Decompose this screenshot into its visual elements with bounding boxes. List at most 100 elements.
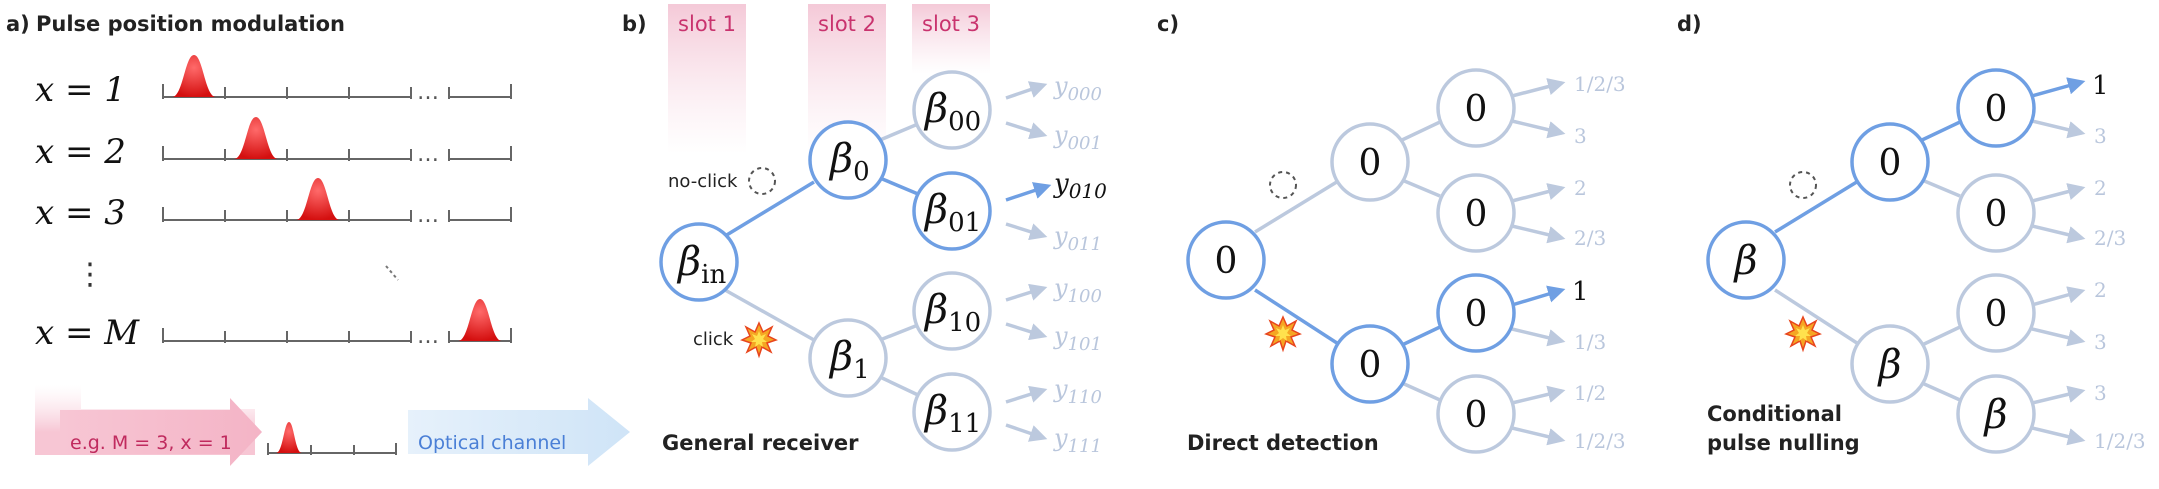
node-d-00-text: 0 xyxy=(1985,89,2008,130)
edge-d-root-1 xyxy=(1774,288,1861,347)
timeline-row: … xyxy=(162,299,512,349)
node-c-11-text: 0 xyxy=(1465,395,1488,436)
edge-b1-b10 xyxy=(879,323,919,342)
edge-c-1-10 xyxy=(1401,325,1441,347)
row-label-x2: x = 2 xyxy=(35,132,126,172)
panel-d-caption-line2: pulse nulling xyxy=(1707,431,1860,455)
edge-c-0-00 xyxy=(1401,120,1441,142)
optical-channel-label: Optical channel xyxy=(418,432,566,454)
timeline-ellipsis: … xyxy=(417,142,439,167)
panel-c: c) 0 0 0 0 0 0 0 1/2/3 3 2 2/3 1 1/3 xyxy=(1157,12,1626,455)
arrow-c-8 xyxy=(1511,426,1566,446)
pulse xyxy=(458,299,502,341)
node-c-0-text: 0 xyxy=(1359,143,1382,184)
node-c-0 xyxy=(1330,122,1410,202)
example-timeline xyxy=(267,422,397,455)
arrow-c-4 xyxy=(1511,224,1566,244)
edge-d-root-0 xyxy=(1774,178,1861,234)
example-arrow xyxy=(60,398,262,466)
no-click-icon-d xyxy=(1789,171,1817,199)
output-d-3: 2 xyxy=(2094,176,2107,200)
node-d-10-text: 0 xyxy=(1985,294,2008,335)
slot-3-label: slot 3 xyxy=(922,12,980,36)
example-pulse xyxy=(276,422,302,453)
output-d-4: 2/3 xyxy=(2094,226,2126,250)
node-d-10 xyxy=(1956,273,2036,353)
edge-d-0-00 xyxy=(1921,120,1961,142)
vertical-ellipsis: ⋮ xyxy=(75,257,105,292)
node-c-1 xyxy=(1330,324,1410,404)
panel-d: d) β 0 β 0 0 0 β 1 3 2 2/3 2 3 3 xyxy=(1677,12,2146,455)
timeline-ellipsis: … xyxy=(417,203,439,228)
arrow-y111 xyxy=(1005,423,1048,442)
arrow-c-7 xyxy=(1511,385,1566,405)
node-d-1-text: β xyxy=(1876,342,1901,388)
arrow-d-7 xyxy=(2031,385,2086,405)
edge-b0-b01 xyxy=(879,176,919,196)
node-c-10 xyxy=(1436,273,1516,353)
node-c-root xyxy=(1186,220,1266,300)
panel-a: a) Pulse position modulation x = 1 x = 2… xyxy=(6,12,630,466)
no-click-label: no-click xyxy=(668,171,738,192)
panel-d-label: d) xyxy=(1677,12,1702,36)
output-y110: y110 xyxy=(1053,375,1102,408)
arrow-y011 xyxy=(1005,222,1048,241)
output-d-5: 2 xyxy=(2094,278,2107,302)
output-y011: y011 xyxy=(1053,222,1102,255)
node-beta-1 xyxy=(808,318,888,398)
edge-d-1-11 xyxy=(1921,381,1961,402)
panel-b: b) slot 1 slot 2 slot 3 βin β0 β1 β00 β xyxy=(622,4,1107,457)
panel-b-label: b) xyxy=(622,12,647,36)
arrow-d-3 xyxy=(2031,183,2086,203)
node-c-10-text: 0 xyxy=(1465,294,1488,335)
output-y000: y000 xyxy=(1053,72,1102,105)
node-d-root xyxy=(1706,220,1786,300)
output-c-8: 1/2/3 xyxy=(1574,429,1626,453)
click-label: click xyxy=(693,329,734,350)
node-d-0-text: 0 xyxy=(1879,143,1902,184)
timeline-ellipsis: … xyxy=(417,324,439,349)
edge-d-0-01 xyxy=(1921,178,1961,198)
output-c-5: 1 xyxy=(1572,277,1589,307)
edge-c-root-1 xyxy=(1254,288,1341,347)
row-label-x1: x = 1 xyxy=(35,70,126,110)
arrow-c-2 xyxy=(1511,119,1566,139)
output-y010: y010 xyxy=(1053,169,1107,203)
arrow-c-5 xyxy=(1511,285,1566,307)
node-beta-0 xyxy=(808,120,888,200)
arrow-y110 xyxy=(1005,385,1048,404)
panel-d-caption-line1: Conditional xyxy=(1707,402,1842,426)
edge-root-b1 xyxy=(724,288,815,342)
arrow-c-6 xyxy=(1511,327,1566,347)
arrow-d-8 xyxy=(2031,426,2086,446)
output-c-1: 1/2/3 xyxy=(1574,72,1626,96)
output-c-3: 2 xyxy=(1574,176,1587,200)
pulse xyxy=(172,55,216,97)
node-beta-01 xyxy=(912,171,992,251)
click-explosion-icon xyxy=(741,322,777,357)
slot-1-label: slot 1 xyxy=(678,12,736,36)
timeline-row: … xyxy=(162,55,512,105)
output-c-6: 1/3 xyxy=(1574,330,1606,354)
row-label-xM: x = M xyxy=(35,313,140,353)
arrow-d-4 xyxy=(2031,224,2086,244)
node-d-11-text: β xyxy=(1982,392,2007,438)
edge-d-1-10 xyxy=(1921,325,1961,347)
no-click-icon-c xyxy=(1269,171,1297,199)
arrow-y000 xyxy=(1005,81,1048,100)
node-d-11 xyxy=(1956,374,2036,454)
edge-c-1-11 xyxy=(1401,381,1441,402)
node-c-00 xyxy=(1436,68,1516,148)
timeline-row: … xyxy=(162,178,512,228)
arrow-y100 xyxy=(1005,283,1048,302)
arrow-d-1 xyxy=(2031,77,2086,98)
output-y111: y111 xyxy=(1053,424,1102,457)
arrow-y101 xyxy=(1005,322,1048,341)
node-beta-10 xyxy=(912,271,992,351)
node-c-11 xyxy=(1436,374,1516,454)
output-d-2: 3 xyxy=(2094,124,2107,148)
output-d-8: 1/2/3 xyxy=(2094,429,2146,453)
pulse xyxy=(234,117,278,159)
node-beta-11 xyxy=(912,372,992,452)
node-c-00-text: 0 xyxy=(1465,89,1488,130)
